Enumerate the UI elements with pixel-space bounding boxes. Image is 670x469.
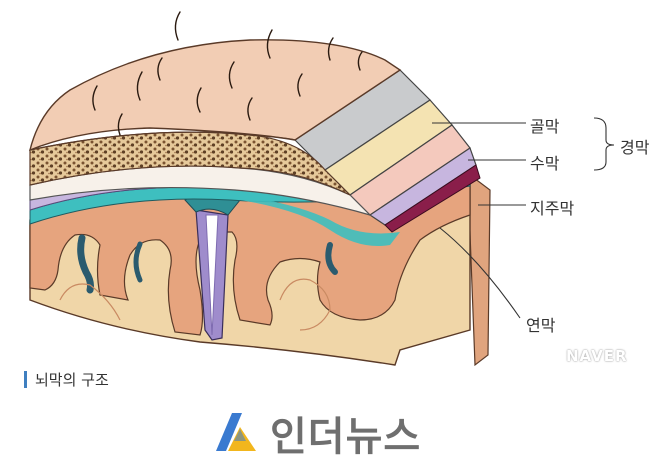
figure-caption: 뇌막의 구조	[24, 369, 109, 389]
block-right-face	[467, 174, 491, 367]
caption-text: 뇌막의 구조	[35, 370, 109, 389]
brain-front-face	[29, 179, 471, 366]
layer-steps	[294, 69, 481, 233]
meninges-illustration	[28, 11, 615, 367]
label-inner-dura: 수막	[530, 154, 560, 173]
scalp-surface	[28, 11, 402, 152]
label-pia: 연막	[526, 316, 556, 335]
caption-bar	[24, 370, 27, 388]
label-bone: 골막	[530, 117, 560, 136]
naver-watermark: NAVER	[566, 347, 628, 365]
leader-lines	[432, 117, 615, 319]
label-arachnoid: 지주막	[530, 199, 575, 218]
inthenews-logo-icon	[216, 413, 256, 451]
brand-logo: 인더뉴스	[210, 405, 421, 461]
label-dura: 경막	[620, 138, 650, 157]
brand-name: 인더뉴스	[270, 414, 422, 460]
